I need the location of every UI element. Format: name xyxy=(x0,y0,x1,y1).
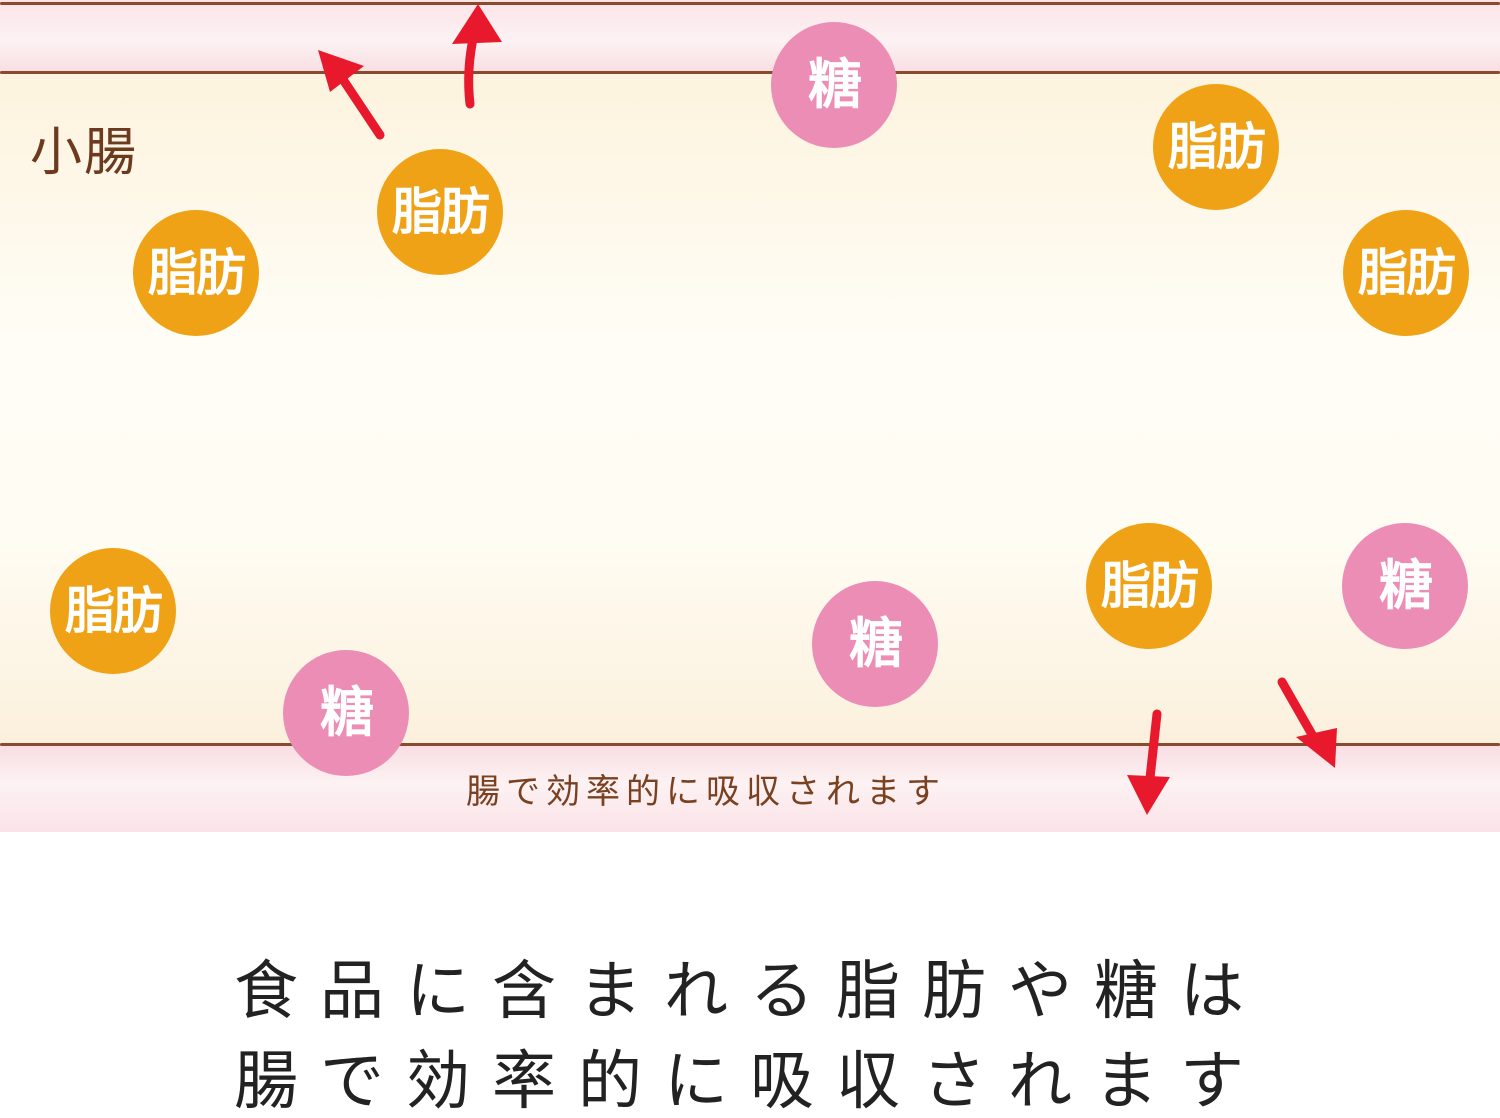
arrow-down-right-shaft xyxy=(1277,677,1319,743)
absorption-arrows xyxy=(318,4,1337,815)
sugar-circle: 糖 xyxy=(1342,523,1468,649)
intestine-wall-top xyxy=(0,0,1500,74)
fat-circle: 脂肪 xyxy=(50,548,176,674)
sugar-circle: 糖 xyxy=(812,581,938,707)
small-intestine-illustration: 小腸 脂肪 脂肪 脂肪 脂肪 脂肪 脂肪 糖 糖 糖 糖 xyxy=(0,0,1500,832)
arrow-up-shaft xyxy=(464,29,479,109)
arrow-up-left-head xyxy=(318,50,364,92)
fat-circle: 脂肪 xyxy=(1086,523,1212,649)
caption-line-2: 腸で効率的に吸収されます xyxy=(234,1045,1266,1118)
wall-line-bottom-inner xyxy=(0,743,1500,746)
sugar-circle: 糖 xyxy=(283,650,409,776)
arrow-down-shaft xyxy=(1145,709,1162,783)
wall-line-top-inner xyxy=(0,71,1500,74)
organ-label: 小腸 xyxy=(30,123,139,183)
arrow-up-head xyxy=(452,4,502,44)
arrow-down-right-head xyxy=(1296,728,1337,768)
arrow-down-head xyxy=(1127,775,1170,815)
fat-circle: 脂肪 xyxy=(1153,84,1279,210)
fat-circle: 脂肪 xyxy=(1343,210,1469,336)
absorb-caption: 腸で効率的に吸収されます xyxy=(466,772,946,812)
caption-line-1: 食品に含まれる脂肪や糖は xyxy=(234,955,1266,1029)
intestine-wall-bottom xyxy=(0,744,1500,832)
fat-circle: 脂肪 xyxy=(377,149,503,275)
wall-line-top-outer xyxy=(0,2,1500,5)
fat-circle: 脂肪 xyxy=(133,210,259,336)
arrow-up-left-shaft xyxy=(333,67,385,140)
sugar-circle: 糖 xyxy=(771,22,897,148)
